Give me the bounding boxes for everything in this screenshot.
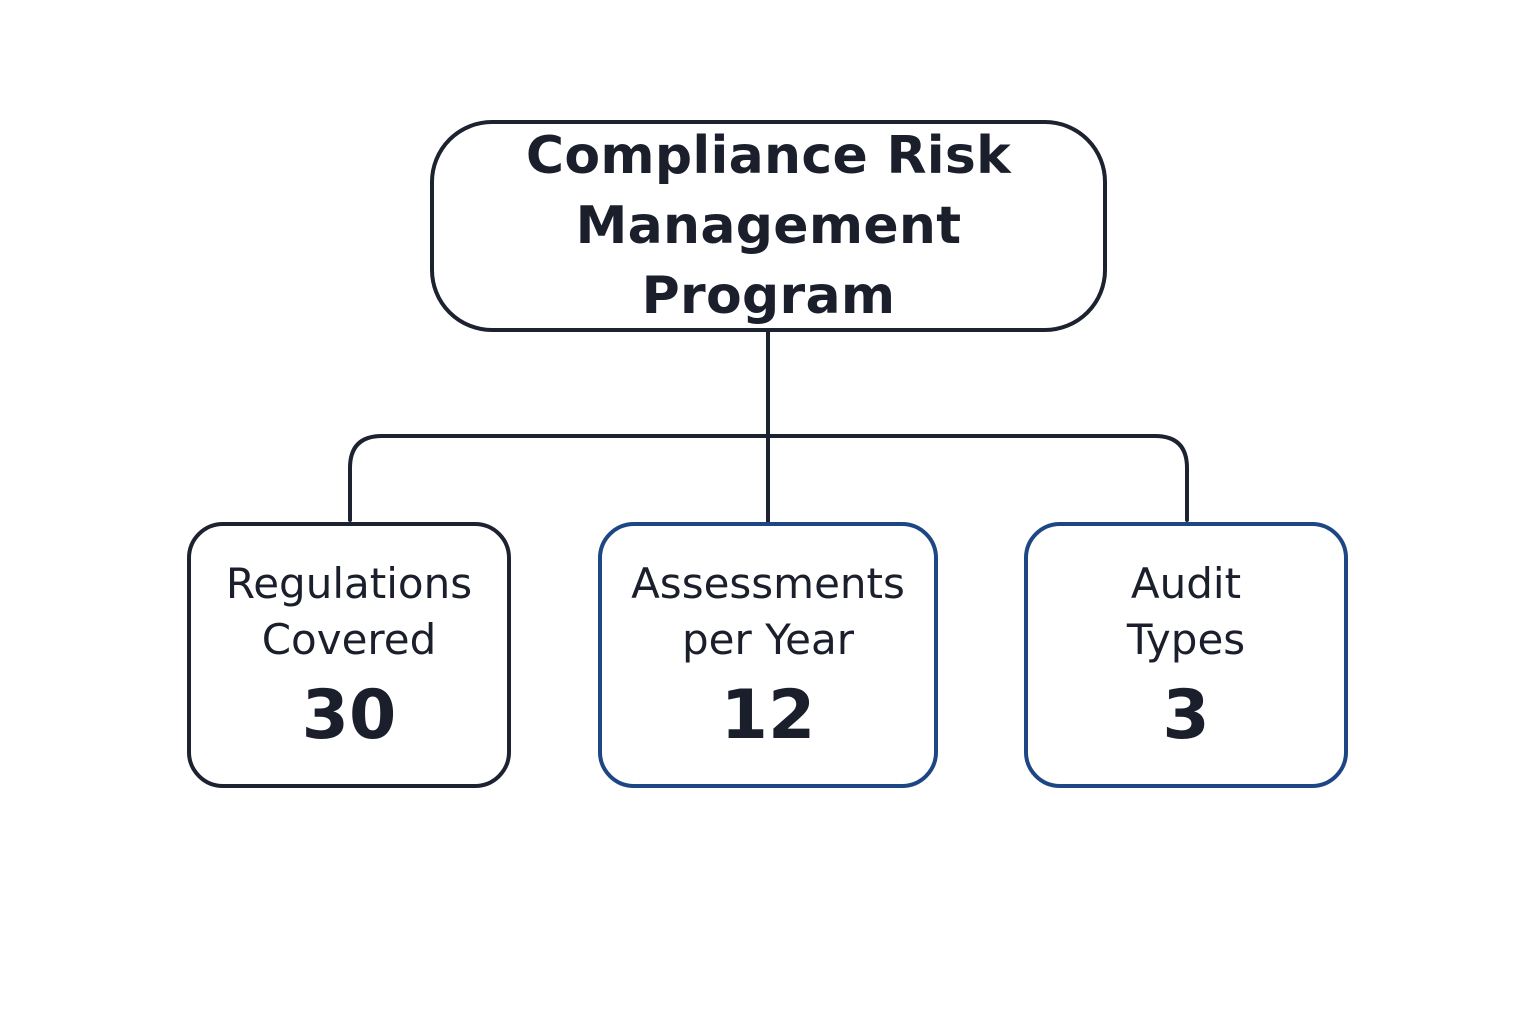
root-title-line-2: Management Program	[575, 196, 962, 326]
child-label-line-2: per Year	[681, 615, 855, 664]
root-title: Compliance Risk Management Program	[434, 121, 1103, 331]
child-value: 30	[301, 676, 397, 755]
child-value: 3	[1162, 676, 1210, 755]
child-label: Audit Types	[1028, 556, 1344, 668]
child-label-line-2: Types	[1126, 615, 1246, 664]
child-label-line-2: Covered	[261, 615, 437, 664]
branch-right-line	[766, 434, 1189, 522]
child-value: 12	[720, 676, 816, 755]
child-node-audit-types: Audit Types 3	[1024, 522, 1348, 788]
child-node-assessments: Assessments per Year 12	[598, 522, 938, 788]
child-node-regulations: Regulations Covered 30	[187, 522, 511, 788]
child-label-line-1: Audit	[1130, 559, 1242, 608]
branch-left-line	[348, 434, 770, 522]
child-label-line-1: Assessments	[631, 559, 905, 608]
child-label-line-1: Regulations	[225, 559, 473, 608]
child-label: Regulations Covered	[191, 556, 507, 668]
root-node: Compliance Risk Management Program	[430, 120, 1107, 332]
root-title-line-1: Compliance Risk	[525, 126, 1012, 186]
child-label: Assessments per Year	[602, 556, 934, 668]
